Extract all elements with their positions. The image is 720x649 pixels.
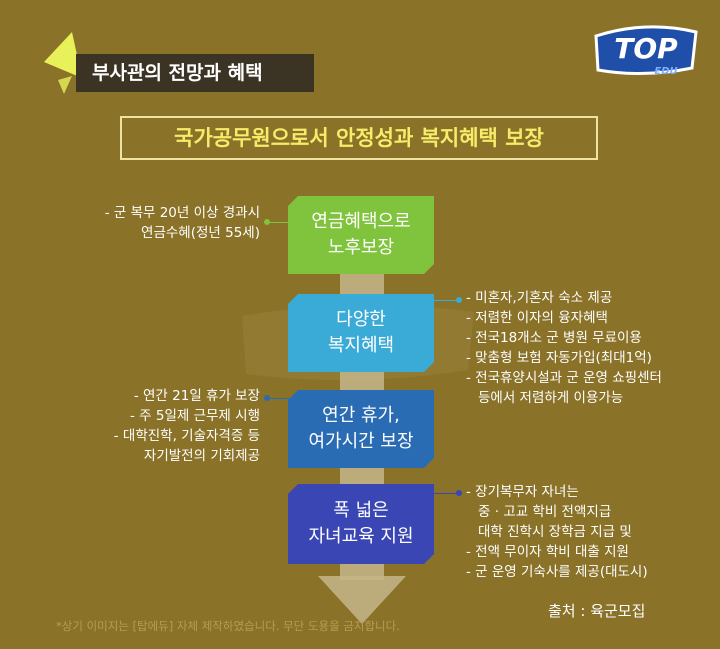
pension-details: - 군 복무 20년 이상 경과시 연금수혜(정년 55세) — [105, 203, 260, 243]
education-details: - 장기복무자 자녀는 중 · 고교 학비 전액지급 대학 진학시 장학금 지급… — [466, 482, 648, 582]
connector-dot — [264, 395, 270, 401]
connector-line — [268, 222, 290, 223]
source-credit: 출처 : 육군모집 — [548, 602, 646, 620]
connector-line — [268, 398, 290, 399]
connector-line — [432, 300, 458, 301]
detail-line: - 주 5일제 근무제 시행 — [130, 408, 260, 424]
connector-line — [432, 493, 458, 494]
triangle-decoration-icon — [44, 32, 82, 94]
connector-dot — [264, 219, 270, 225]
detail-line: - 군 복무 20년 이상 경과시 — [104, 205, 260, 221]
logo-main-text: TOP — [614, 32, 678, 65]
detail-line: - 전국휴양시설과 군 운영 쇼핑센터 — [466, 370, 662, 386]
detail-line: - 맞춤형 보험 자동가입(최대1억) — [466, 350, 652, 366]
detail-line: - 대학진학, 기술자격증 등 — [113, 428, 260, 444]
connector-dot — [456, 490, 462, 496]
logo-sub-text: EDU — [654, 66, 677, 77]
detail-line: 중 · 고교 학비 전액지급 — [478, 504, 612, 520]
detail-line: 등에서 저렴하게 이용가능 — [478, 390, 624, 406]
main-banner: 국가공무원으로서 안정성과 복지혜택 보장 — [120, 116, 598, 160]
detail-line: - 미혼자,기혼자 숙소 제공 — [466, 290, 613, 306]
detail-line: 대학 진학시 장학금 지급 및 — [478, 524, 632, 540]
detail-line: - 전액 무이자 학비 대출 지원 — [466, 544, 629, 560]
benefit-box-vacation: 연간 휴가, 여가시간 보장 — [288, 390, 434, 468]
benefit-box-line2: 복지혜택 — [327, 335, 395, 356]
copyright-disclaimer: *상기 이미지는 [탑에듀] 자체 제작하였습니다. 무단 도용을 금지합니다. — [56, 619, 400, 633]
top-edu-logo: TOP EDU — [594, 25, 698, 77]
detail-line: - 연간 21일 휴가 보장 — [133, 388, 260, 404]
benefit-box-line1: 연간 휴가, — [322, 405, 400, 426]
benefit-box-line2: 여가시간 보장 — [308, 431, 414, 452]
connector-dot — [456, 297, 462, 303]
detail-line: - 저렴한 이자의 융자혜택 — [466, 310, 608, 326]
detail-line: - 장기복무자 자녀는 — [466, 484, 579, 500]
detail-line: 연금수혜(정년 55세) — [141, 225, 260, 241]
detail-line: - 군 운영 기숙사를 제공(대도시) — [466, 564, 648, 580]
benefit-box-line1: 연금혜택으로 — [311, 211, 411, 232]
benefit-box-line1: 다양한 — [336, 309, 386, 330]
section-title: 부사관의 전망과 혜택 — [76, 54, 314, 92]
benefit-box-line2: 자녀교육 지원 — [308, 526, 414, 547]
vacation-details: - 연간 21일 휴가 보장 - 주 5일제 근무제 시행 - 대학진학, 기술… — [114, 386, 260, 466]
detail-line: 자기발전의 기회제공 — [143, 448, 260, 464]
detail-line: - 전국18개소 군 병원 무료이용 — [466, 330, 642, 346]
benefit-box-line1: 폭 넓은 — [333, 500, 389, 521]
benefit-box-line2: 노후보장 — [327, 237, 395, 258]
welfare-details: - 미혼자,기혼자 숙소 제공 - 저렴한 이자의 융자혜택 - 전국18개소 … — [466, 288, 662, 408]
